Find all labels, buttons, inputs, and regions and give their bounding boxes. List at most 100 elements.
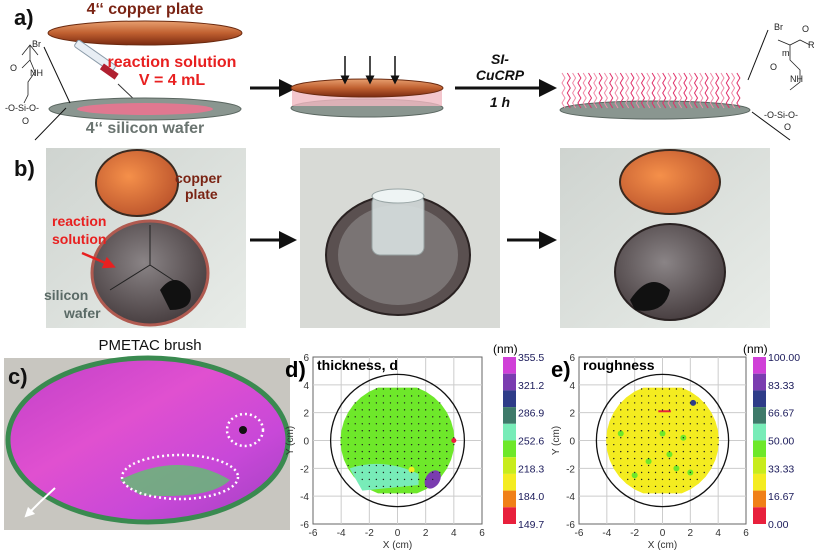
measurement-point [717,437,719,439]
measurement-point [654,402,657,404]
measurement-point [613,443,615,446]
measurement-point [410,443,413,446]
measurement-point [424,464,427,467]
polymer-chain [619,72,624,109]
measurement-point [647,464,650,467]
measurement-point [640,485,643,488]
measurement-point [710,437,712,439]
polymer-chain [731,72,736,109]
measurement-point [368,443,371,446]
measurement-point [340,443,342,446]
initiator-structure: Br O NH -O-Si-O- O [5,39,71,141]
measurement-point [382,471,385,474]
polymer-chain [693,72,699,109]
panel-c-label: c) [8,364,28,389]
measurement-point [368,471,371,474]
polymer-chain [709,72,714,109]
measurement-point [410,464,413,467]
measurement-point [375,437,378,439]
measurement-point [382,485,385,488]
measurement-point [682,437,685,439]
measurement-point [675,478,678,481]
polymer-chain [635,72,640,109]
measurement-point [361,457,363,460]
measurement-point [410,388,413,390]
measurement-point [382,395,385,397]
measurement-point [627,402,629,404]
measurement-point [361,423,363,425]
measurement-point [375,395,378,397]
panel-c-title: PMETAC brush [98,337,201,354]
measurement-point [668,437,671,439]
polymer-chain [672,72,677,109]
colorbar-band [753,373,766,391]
measurement-point [347,430,349,432]
measurement-point [710,443,712,446]
measurement-point [389,402,392,404]
y-tick-label: -2 [566,464,575,475]
colorbar-tick-label: 149.7 [518,519,544,531]
y-tick-label: -2 [300,464,309,475]
solution-film [77,103,213,115]
y-tick-label: 2 [303,409,309,420]
measurement-point [661,388,664,390]
measurement-point [696,416,698,418]
measurement-point [661,430,664,432]
measurement-point [417,471,420,474]
measurement-point [633,471,636,474]
colorbar-tick-label: 0.00 [768,519,789,531]
svg-text:R: R [808,40,815,50]
measurement-point [424,430,427,432]
measurement-point [668,416,671,418]
measurement-point [361,464,363,467]
measurement-point [703,464,705,467]
copper-plate-photo-label: plate [185,186,218,202]
measurement-point [389,485,392,488]
measurement-point [689,402,692,404]
panel-label: d) [285,357,306,382]
measurement-point [361,437,363,439]
measurement-point [396,395,399,397]
polymer-chain [715,72,720,109]
measurement-point [696,450,698,453]
measurement-point [689,423,692,425]
measurement-point [340,437,342,439]
measurement-point [682,430,685,432]
measurement-point [668,492,671,495]
measurement-point [432,437,434,439]
measurement-point [368,409,371,411]
process-time: 1 h [490,94,510,110]
measurement-point [661,471,664,474]
measurement-point [689,416,692,418]
measurement-point [354,464,356,467]
measurement-point [403,485,406,488]
measurement-point [661,395,664,397]
polymer-chain [566,72,571,109]
polymer-chain [678,72,683,109]
measurement-point [647,485,650,488]
contour-region [690,399,697,406]
measurement-point [439,443,441,446]
volume-label: V = 4 mL [139,72,205,89]
measurement-point [633,443,636,446]
measurement-point [647,423,650,425]
measurement-point [410,492,413,495]
measurement-point [620,457,622,460]
contour-region [631,472,638,479]
y-tick-label: -6 [566,520,575,531]
measurement-point [432,423,434,425]
measurement-point [375,450,378,453]
measurement-point [640,388,643,390]
polymer-chain [720,72,725,109]
x-tick-label: -6 [309,528,318,539]
measurement-point [675,457,678,460]
polymer-chain [625,72,630,109]
copper-plate-illustration [47,20,243,46]
panel-b-label: b) [14,156,35,181]
measurement-point [710,430,712,432]
measurement-point [661,437,664,439]
measurement-point [675,430,678,432]
measured-region [606,387,719,494]
polymer-chain [667,72,672,109]
measurement-point [668,457,671,460]
